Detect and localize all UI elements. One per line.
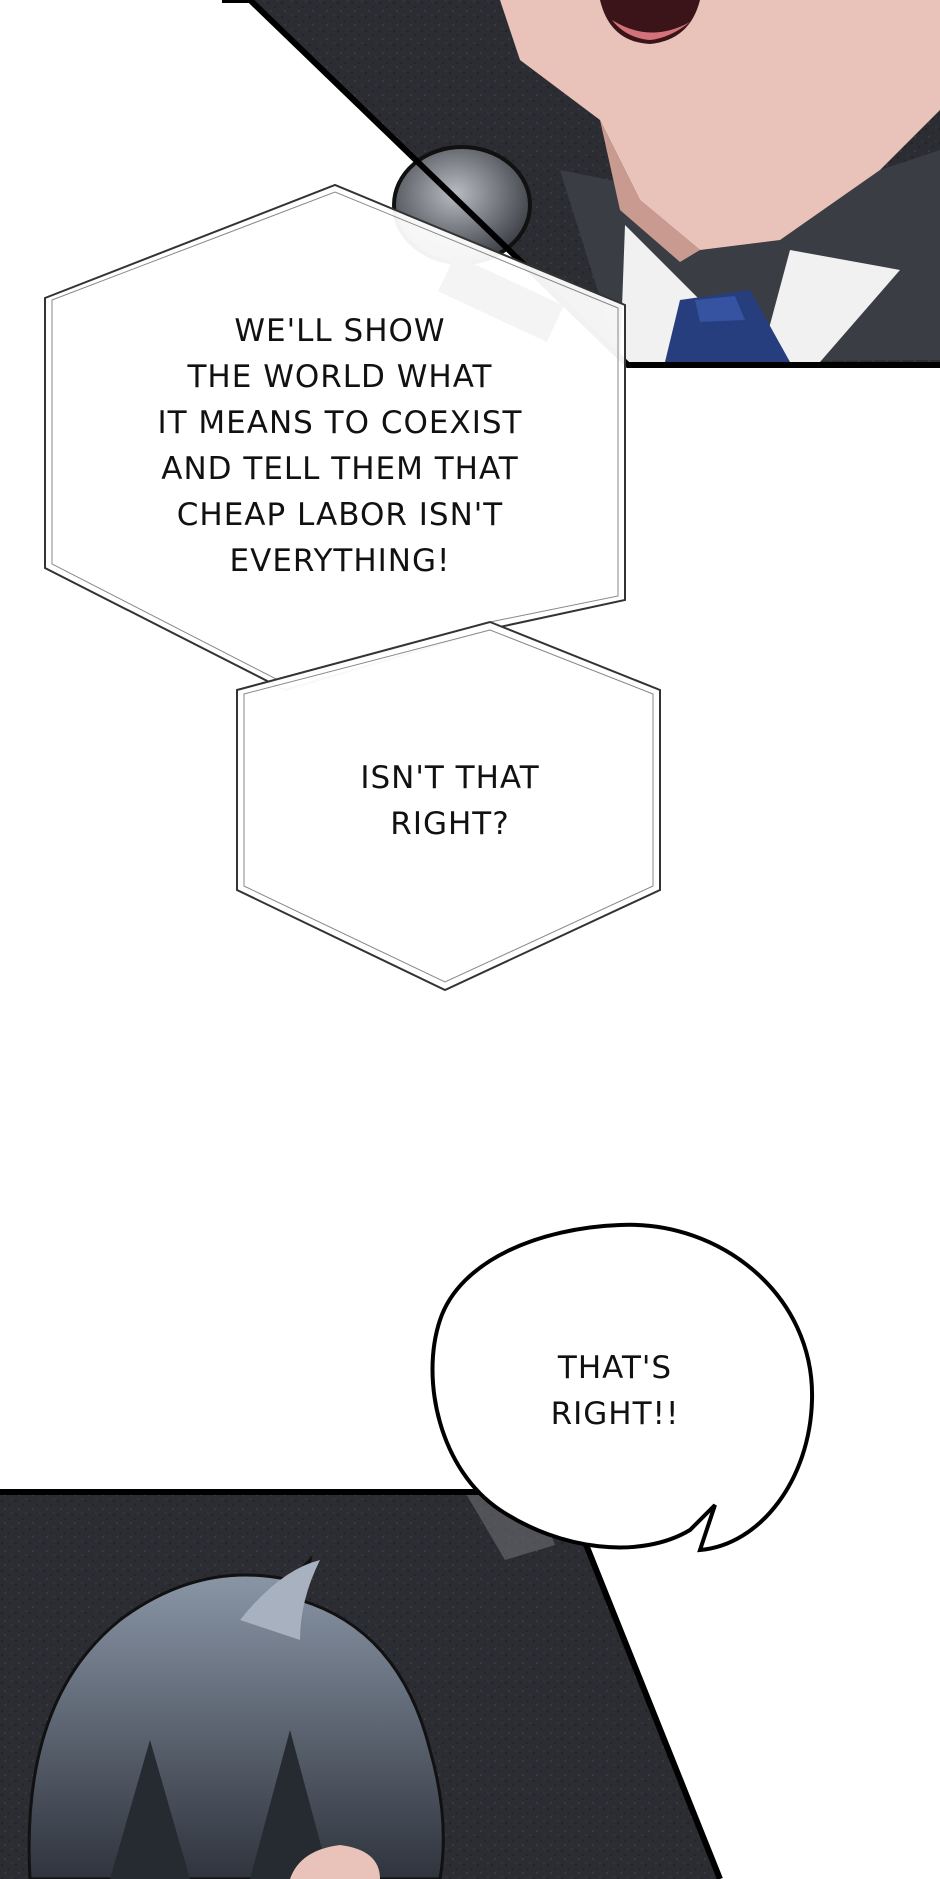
speech-bubble-oval — [430, 1222, 815, 1553]
speech-bubble-hexagon-1 — [44, 183, 626, 692]
top-panel — [222, 0, 940, 368]
dialogue-text-1: WE'LL SHOW THE WORLD WHAT IT MEANS TO CO… — [157, 313, 523, 579]
bottom-panel — [0, 1489, 723, 1879]
dialogue-text-3: THAT'S RIGHT!! — [550, 1350, 680, 1432]
dialogue-text-2: ISN'T THAT RIGHT? — [360, 760, 540, 842]
speech-bubble-hexagon-2 — [236, 620, 661, 992]
